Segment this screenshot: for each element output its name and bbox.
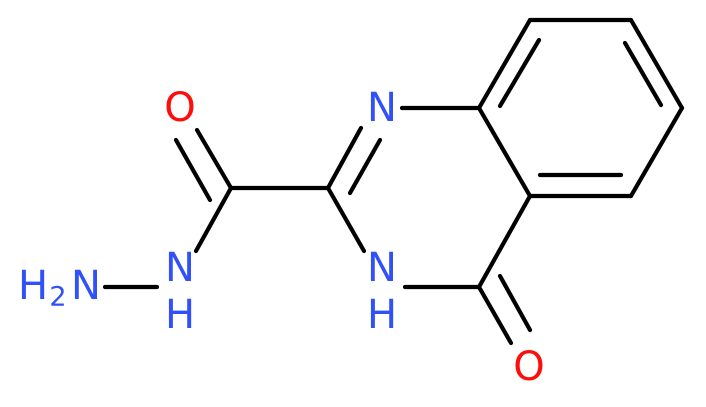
atom-label-hydrazide-nitrogen: N (165, 245, 195, 291)
bond-c4-keto-o (476, 284, 514, 346)
bonds (102, 17, 685, 346)
atom-label-n1: N (367, 85, 397, 131)
bond-benzene-top-left (476, 17, 533, 111)
bond-c4-c4a (476, 193, 533, 290)
bond-ring-fusion (476, 105, 533, 199)
atom-label-terminal-amine-n: N (71, 263, 101, 309)
atom-label-hydrazide-hydrogen: H (165, 292, 195, 338)
bond-c4-keto-o-double (497, 273, 533, 333)
bond-benzene-top-right (628, 17, 685, 111)
bond-c2-n3 (325, 185, 367, 254)
atom-label-terminal-amine-subscript: 2 (49, 282, 66, 313)
atom-label-n3-hydrogen: H (367, 292, 397, 338)
bond-benzene-bottom-right (628, 105, 685, 199)
bond-amide-c-o-double (173, 137, 213, 203)
bond-amide-c-o (194, 127, 234, 191)
atom-label-amide-oxygen: O (164, 85, 195, 131)
bond-amide-c-n (193, 185, 234, 254)
bond-n1-c2-double (347, 137, 383, 196)
atom-label-keto-oxygen: O (513, 344, 544, 390)
atom-labels: N N H O O N H H 2 N (18, 85, 545, 390)
bond-benzene-top-left-inner (497, 37, 542, 109)
bond-benzene-top-right-inner (622, 40, 664, 108)
atom-label-n3: N (367, 245, 397, 291)
bond-n1-c2 (325, 125, 364, 191)
atom-label-terminal-amine-h: H (18, 263, 48, 309)
